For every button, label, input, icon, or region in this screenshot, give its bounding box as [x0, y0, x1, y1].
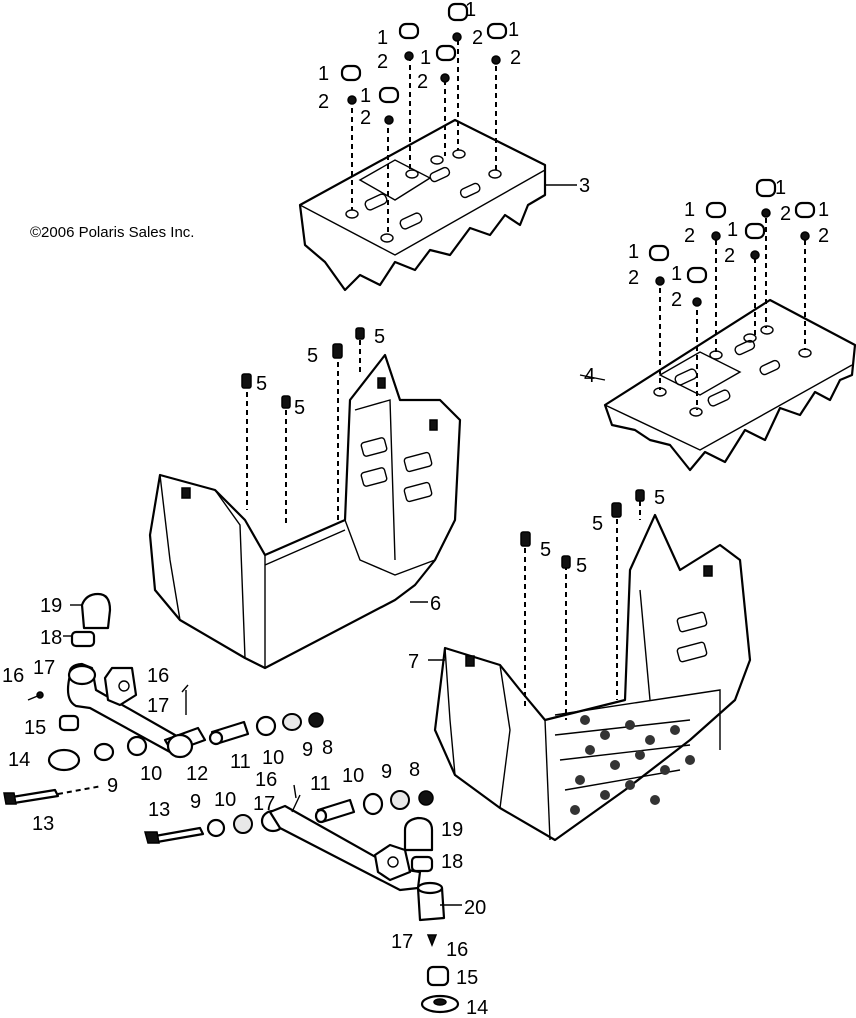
callout-1: 1	[727, 219, 738, 241]
callout-10: 10	[214, 789, 236, 811]
callout-1: 1	[671, 263, 682, 285]
callout-13: 13	[148, 799, 170, 821]
callout-9: 9	[302, 739, 313, 761]
callout-1: 1	[377, 27, 388, 49]
callout-5: 5	[294, 397, 305, 419]
callout-18: 18	[441, 851, 463, 873]
callout-16: 16	[147, 665, 169, 687]
callout-2: 2	[318, 91, 329, 113]
callout-19: 19	[441, 819, 463, 841]
callout-8: 8	[409, 759, 420, 781]
callout-1: 1	[420, 47, 431, 69]
callout-5: 5	[307, 345, 318, 367]
callout-7: 7	[408, 651, 419, 673]
callout-13: 13	[32, 813, 54, 835]
callout-17: 17	[33, 657, 55, 679]
link-assembly-lower	[144, 784, 460, 1014]
callout-15: 15	[456, 967, 478, 989]
callout-5: 5	[540, 539, 551, 561]
callout-20: 20	[464, 897, 486, 919]
callout-2: 2	[671, 289, 682, 311]
callout-5: 5	[374, 326, 385, 348]
callout-16: 16	[2, 665, 24, 687]
callout-5: 5	[592, 513, 603, 535]
callout-1: 1	[318, 63, 329, 85]
callout-labels: 1 2 1 2 1 2 1 2 1 2 1 2 3 1 2 1 2 1 2 1 …	[2, 0, 829, 1018]
callout-1: 1	[775, 177, 786, 199]
callout-1: 1	[684, 199, 695, 221]
callout-19: 19	[40, 595, 62, 617]
fasteners-part-3	[340, 2, 508, 232]
callout-12: 12	[186, 763, 208, 785]
callout-2: 2	[628, 267, 639, 289]
callout-8: 8	[322, 737, 333, 759]
callout-16: 16	[255, 769, 277, 791]
link-assembly-left	[3, 592, 324, 805]
callout-6: 6	[430, 593, 441, 615]
callout-9: 9	[381, 761, 392, 783]
callout-17: 17	[253, 793, 275, 815]
callout-11: 11	[230, 751, 251, 773]
callout-2: 2	[510, 47, 521, 69]
callout-2: 2	[780, 203, 791, 225]
callout-5: 5	[654, 487, 665, 509]
callout-2: 2	[818, 225, 829, 247]
floorboard-6	[148, 327, 462, 670]
callout-10: 10	[140, 763, 162, 785]
callout-9: 9	[107, 775, 118, 797]
callout-2: 2	[377, 51, 388, 73]
callout-4: 4	[584, 365, 595, 387]
callout-3: 3	[579, 175, 590, 197]
callout-1: 1	[818, 199, 829, 221]
callout-17: 17	[391, 931, 413, 953]
footrest-platform-3	[298, 118, 547, 292]
callout-15: 15	[24, 717, 46, 739]
callout-5: 5	[256, 373, 267, 395]
floorboard-7	[433, 489, 752, 842]
callout-14: 14	[8, 749, 30, 771]
callout-16: 16	[446, 939, 468, 961]
callout-17: 17	[147, 695, 169, 717]
callout-2: 2	[417, 71, 428, 93]
copyright-notice: ©2006 Polaris Sales Inc.	[30, 224, 195, 241]
callout-5: 5	[576, 555, 587, 577]
footrest-platform-4	[603, 298, 856, 472]
callout-1: 1	[465, 0, 476, 21]
callout-2: 2	[472, 27, 483, 49]
fasteners-part-4	[648, 178, 816, 410]
callout-10: 10	[342, 765, 364, 787]
callout-2: 2	[684, 225, 695, 247]
callout-1: 1	[360, 85, 371, 107]
callout-10: 10	[262, 747, 284, 769]
leader-lines	[63, 184, 606, 906]
callout-14: 14	[466, 997, 488, 1018]
callout-1: 1	[628, 241, 639, 263]
callout-9: 9	[190, 791, 201, 813]
callout-2: 2	[360, 107, 371, 129]
callout-18: 18	[40, 627, 62, 649]
callout-1: 1	[508, 19, 519, 41]
callout-11: 11	[310, 773, 331, 795]
callout-2: 2	[724, 245, 735, 267]
